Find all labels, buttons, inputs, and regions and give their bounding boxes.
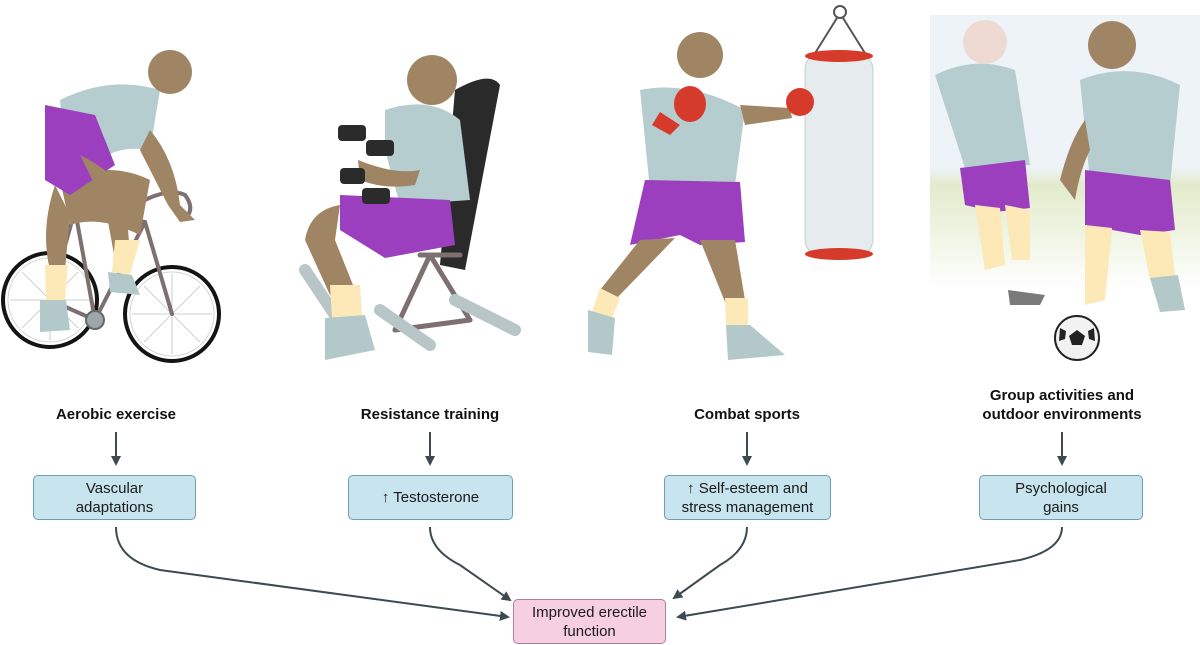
soccer-illustration: [930, 15, 1200, 361]
box-line: ↑ Testosterone: [381, 489, 480, 506]
heading-aerobic-exercise: Aerobic exercise: [16, 405, 216, 424]
effect-box-psychological-gains: Psychological gains: [979, 475, 1143, 520]
outcome-box-improved-erectile-function: Improved erectile function: [513, 599, 666, 644]
box-line: function: [563, 622, 616, 640]
heading-group-activities: Group activities and outdoor environment…: [952, 386, 1172, 424]
heading-line: Resistance training: [360, 406, 500, 423]
heading-line: Combat sports: [694, 406, 800, 423]
boxer-illustration: [588, 5, 874, 360]
heading-combat-sports: Combat sports: [647, 405, 847, 424]
box-line: Vascular: [85, 479, 144, 497]
weightlifter-illustration: [299, 55, 521, 360]
box-line: gains: [1043, 498, 1079, 516]
heading-line: Aerobic exercise: [55, 406, 177, 423]
box-line: ↑ Self-esteem and: [687, 479, 808, 497]
heading-line: Group activities and: [989, 387, 1135, 404]
effect-box-self-esteem: ↑ Self-esteem and stress management: [664, 475, 831, 520]
effect-box-vascular-adaptations: Vascular adaptations: [33, 475, 196, 520]
box-line: Psychological: [1015, 479, 1107, 497]
box-line: adaptations: [75, 498, 154, 516]
box-line: Improved erectile: [531, 603, 648, 621]
cyclist-illustration: [1, 50, 221, 363]
heading-line: outdoor environments: [982, 406, 1142, 423]
flow-arrows: [111, 432, 1067, 621]
box-line: stress management: [681, 498, 814, 516]
heading-resistance-training: Resistance training: [330, 405, 530, 424]
effect-box-testosterone: ↑ Testosterone: [348, 475, 513, 520]
